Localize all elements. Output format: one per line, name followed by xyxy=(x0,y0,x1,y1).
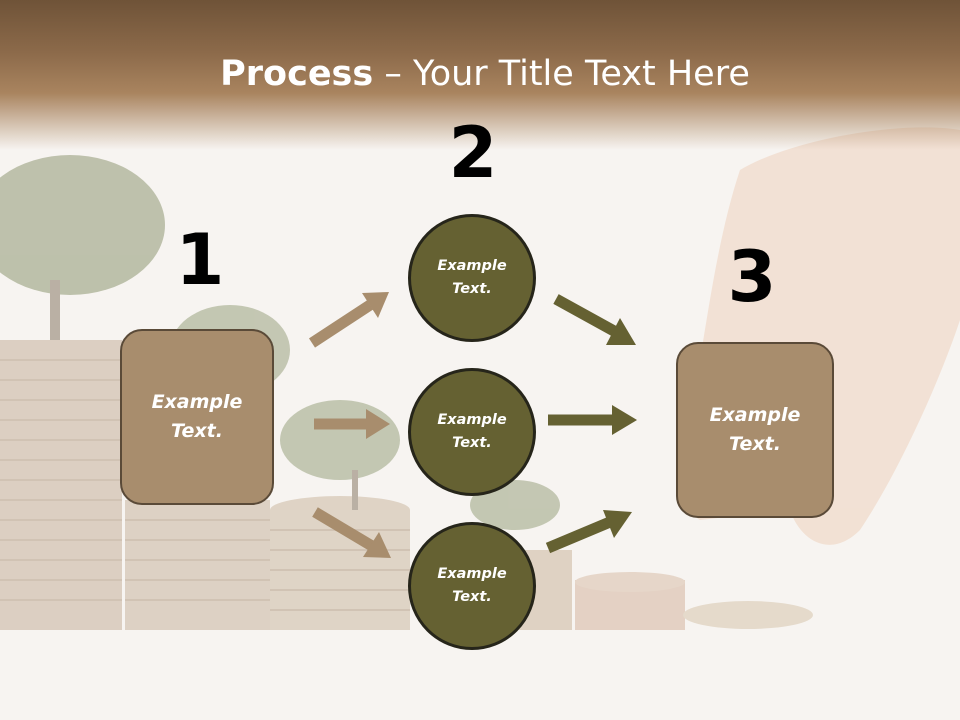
arrow-icon-1-to-circle-middle xyxy=(314,409,390,439)
title-bold: Process xyxy=(220,54,374,94)
arrow-icon-circle-top-to-3 xyxy=(553,294,636,345)
slide-title: Process – Your Title Text Here xyxy=(0,52,960,96)
title-bar xyxy=(0,0,960,150)
arrow-icon-circle-bottom-to-3 xyxy=(545,510,632,554)
arrow-icon-circle-middle-to-3 xyxy=(548,405,637,435)
step-number-3: 3 xyxy=(727,236,777,318)
title-rest: – Your Title Text Here xyxy=(373,54,750,94)
step-number-2: 2 xyxy=(448,112,498,194)
arrow-icon-1-to-circle-bottom xyxy=(312,507,391,558)
step-number-1: 1 xyxy=(175,219,225,301)
arrow-icon-1-to-circle-top xyxy=(308,292,389,348)
